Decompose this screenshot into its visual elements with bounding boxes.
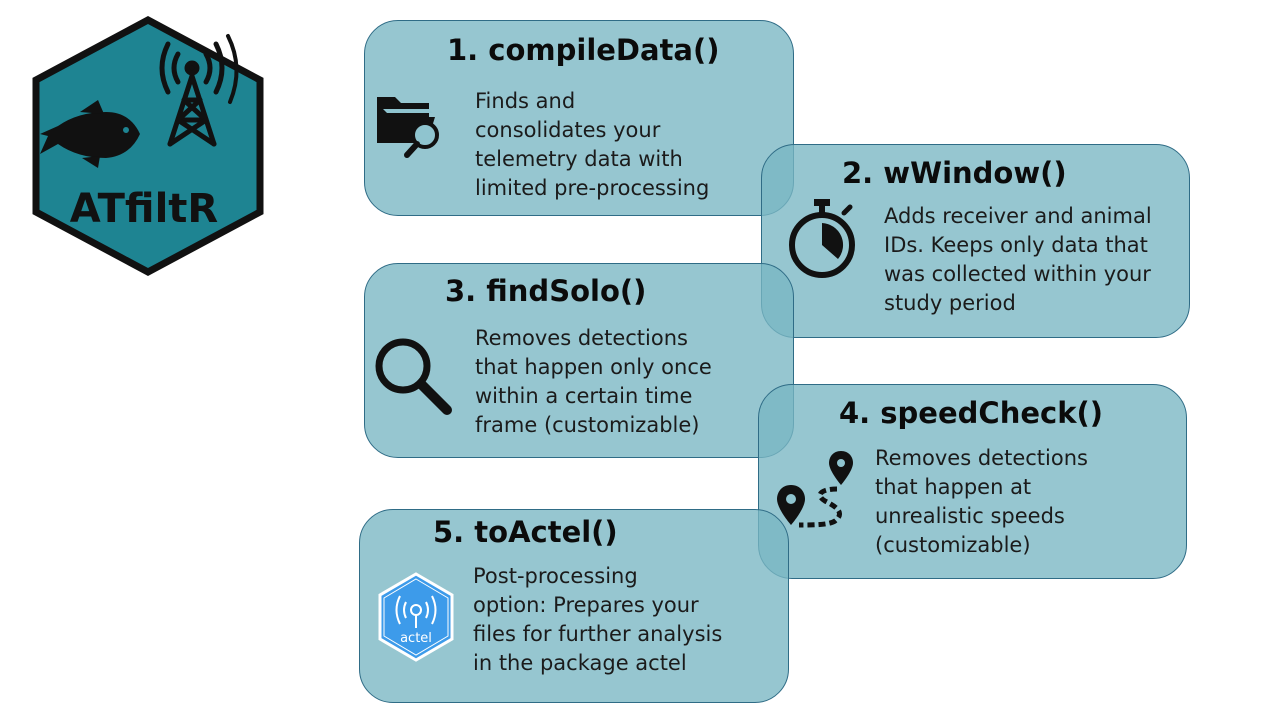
step-title: 3. findSolo() — [445, 274, 647, 308]
step-title: 2. wWindow() — [842, 156, 1067, 190]
step-title: 1. compileData() — [447, 33, 720, 67]
magnifier-icon — [375, 338, 452, 415]
antenna-tower-icon — [159, 34, 239, 147]
route-pins-icon — [777, 451, 853, 528]
logo-title: ATfiltR — [70, 186, 218, 232]
fish-icon — [40, 100, 140, 168]
actel-logo-label: actel — [400, 631, 432, 646]
step-title: 4. speedCheck() — [839, 396, 1103, 430]
actel-logo-icon: actel — [378, 572, 454, 662]
atfiltr-logo: ATfiltR — [32, 16, 264, 276]
step-title: 5. toActel() — [433, 515, 618, 549]
folder-search-icon — [377, 97, 439, 158]
stopwatch-icon — [789, 199, 855, 278]
